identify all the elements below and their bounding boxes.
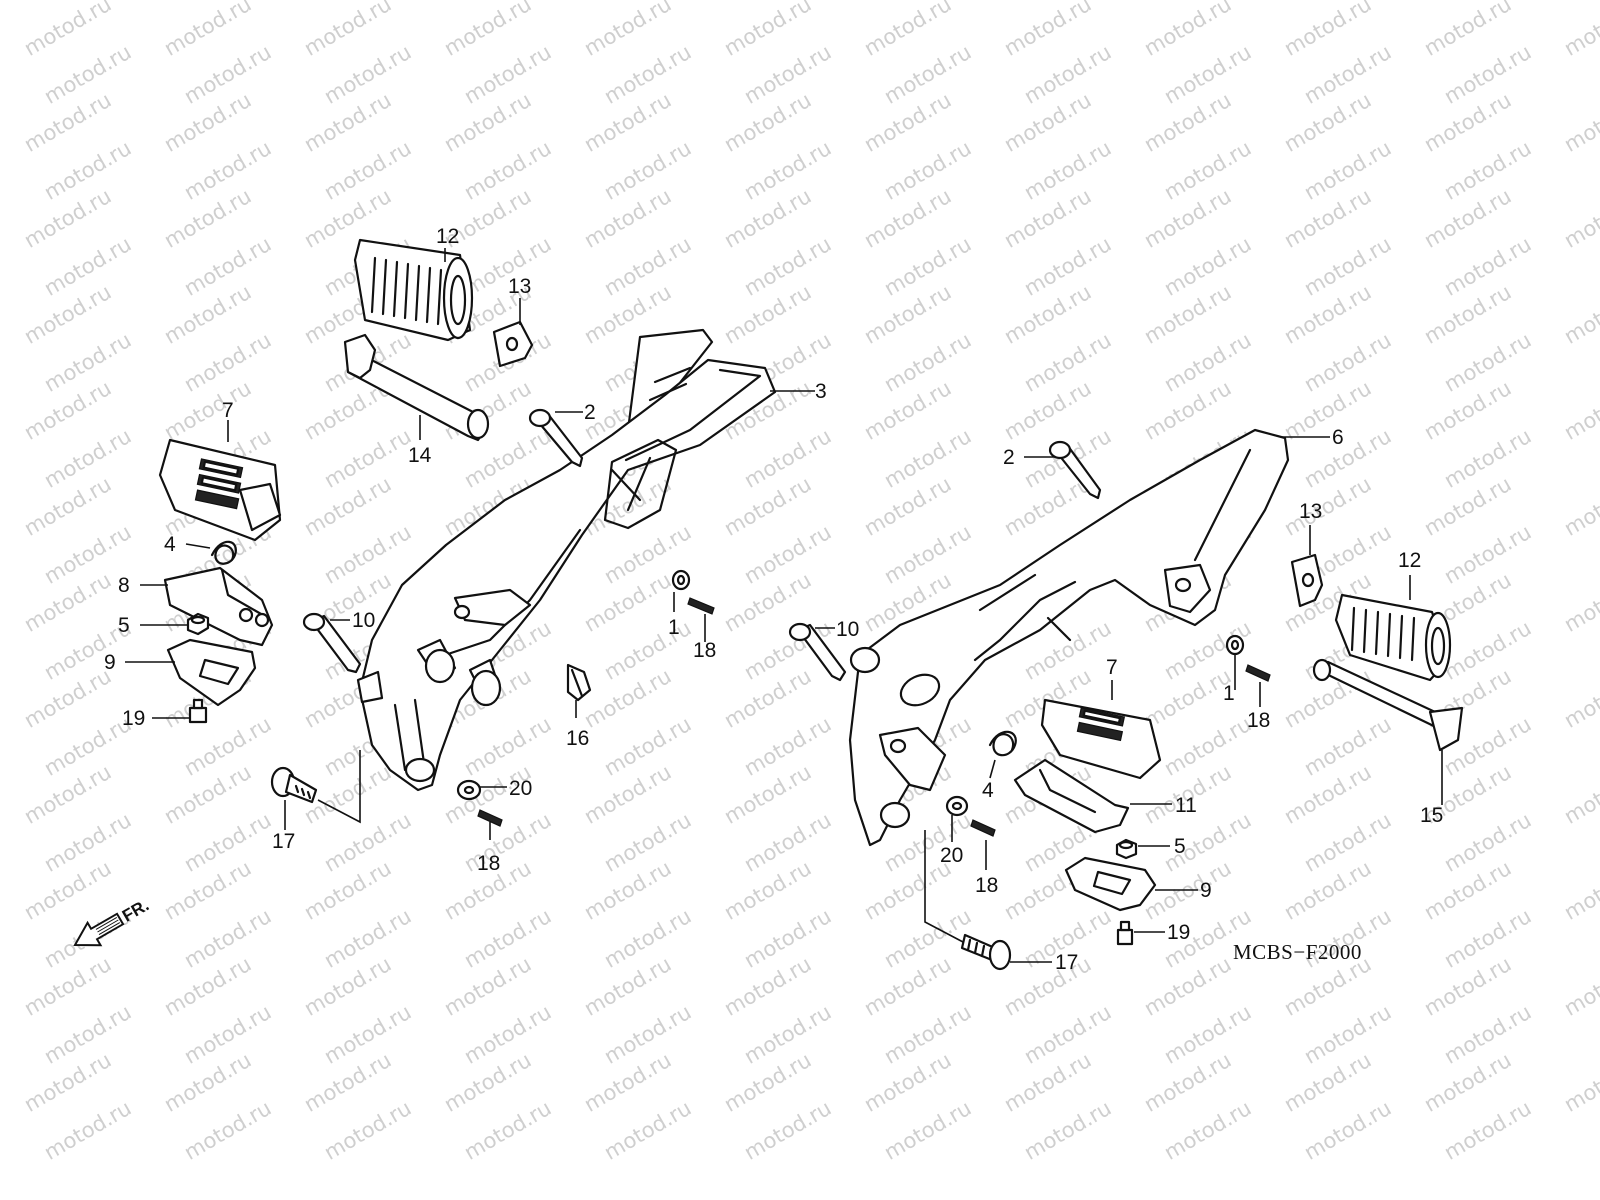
washer-20-left [456, 779, 482, 801]
footpeg-bracket-right [1013, 758, 1130, 834]
callout-18-right-upper: 18 [1247, 709, 1270, 732]
callout-1-right: 1 [1223, 682, 1235, 705]
nut-left [186, 612, 210, 636]
pin-2-right [1048, 440, 1102, 500]
callout-15: 15 [1420, 804, 1443, 827]
callout-12-left: 12 [436, 225, 459, 248]
rubber-plate-left [166, 638, 257, 707]
bolt-17-left [270, 766, 318, 804]
callout-1-left: 1 [668, 616, 680, 639]
nut-right [1115, 838, 1138, 860]
cotter-pin-18-left-lower [477, 809, 503, 827]
callout-17-left: 17 [272, 830, 295, 853]
callout-4-left: 4 [164, 533, 176, 556]
callout-9-left: 9 [104, 651, 116, 674]
callout-11: 11 [1175, 794, 1197, 817]
bolt-17-left-leader [317, 750, 361, 824]
footpeg-bracket-left [163, 566, 274, 647]
leader-lines [125, 248, 1443, 963]
callout-18-right-lower: 18 [975, 874, 998, 897]
pin-2-left [528, 408, 584, 468]
step-bracket-left [356, 328, 777, 792]
callout-13-right: 13 [1299, 500, 1322, 523]
washer-20-right [945, 795, 969, 817]
callout-2-right: 2 [1003, 446, 1015, 469]
callout-3: 3 [815, 380, 827, 403]
bolt-16-left [566, 663, 592, 702]
callout-10-left: 10 [352, 609, 375, 632]
callout-20-left: 20 [509, 777, 532, 800]
spring-right [988, 730, 1017, 757]
callout-13-left: 13 [508, 275, 531, 298]
step-bracket-right [848, 428, 1290, 847]
callout-17-right: 17 [1055, 951, 1078, 974]
callout-16: 16 [566, 727, 589, 750]
callout-12-right: 12 [1398, 549, 1421, 572]
callout-9-right: 9 [1200, 879, 1212, 902]
footpeg-pin-left [343, 333, 490, 442]
footpeg-pin-right [1312, 658, 1464, 752]
rubber-plate-right [1064, 856, 1157, 912]
callout-10-right: 10 [836, 618, 859, 641]
callout-20-right: 20 [940, 844, 963, 867]
bolt-17-right [960, 933, 1012, 971]
cotter-pin-18-left-upper [687, 597, 715, 615]
washer-1-right [1225, 634, 1245, 656]
front-direction-arrow: FR. [73, 896, 152, 947]
callout-5-left: 5 [118, 614, 130, 637]
washer-1-left [671, 569, 691, 591]
callout-7-right: 7 [1106, 656, 1118, 679]
callout-4-right: 4 [982, 779, 994, 802]
callout-18-left-upper: 18 [693, 639, 716, 662]
callout-19-right: 19 [1167, 921, 1190, 944]
washer-left [492, 320, 534, 368]
callout-2-left: 2 [584, 401, 596, 424]
footpeg-rubber-right-lower [1040, 698, 1162, 780]
callout-6: 6 [1332, 426, 1344, 449]
front-label: FR. [119, 896, 152, 926]
cotter-pin-18-right-lower [970, 819, 996, 837]
spring-left [210, 540, 237, 565]
pin-10-left [302, 612, 362, 674]
footpeg-rubber-right [1334, 593, 1452, 682]
callout-labels: 12 13 3 2 14 7 4 8 5 9 19 10 1 18 16 20 … [104, 225, 1443, 974]
footpeg-rubber-left-lower [158, 438, 282, 542]
diagram-code: MCBS−F2000 [1233, 940, 1362, 964]
bolt-19-right [1116, 920, 1134, 946]
callout-14: 14 [408, 444, 432, 467]
callout-8: 8 [118, 574, 130, 597]
callout-19-left: 19 [122, 707, 145, 730]
washer-right [1290, 553, 1324, 608]
bolt-17-right-leader [924, 830, 964, 943]
footpeg-rubber-left-upper [353, 238, 474, 342]
bolt-19-left [188, 698, 208, 724]
cotter-pin-18-right-upper [1245, 664, 1271, 682]
callout-18-left-lower: 18 [477, 852, 500, 875]
callout-7-left: 7 [222, 399, 234, 422]
callout-5-right: 5 [1174, 835, 1186, 858]
pin-10-right [788, 622, 847, 682]
